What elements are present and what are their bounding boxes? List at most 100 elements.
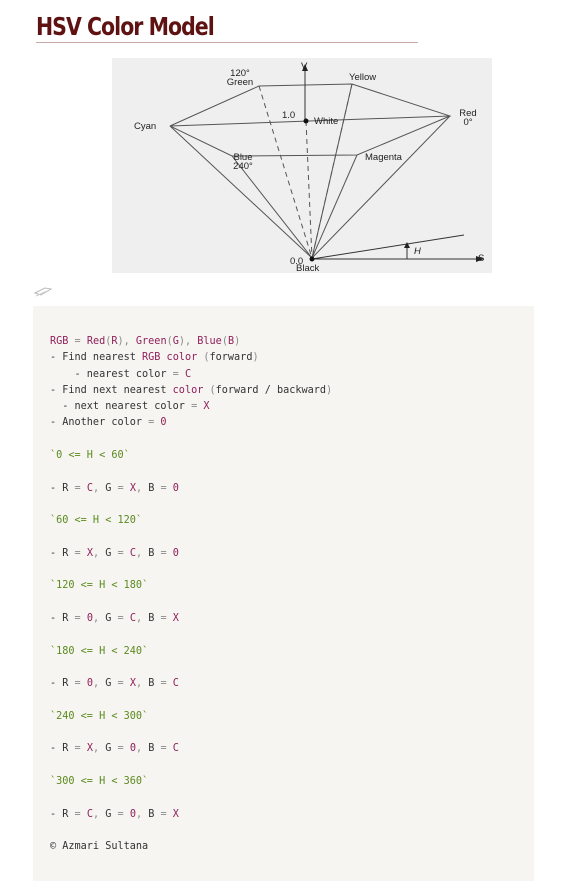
code-token: C: [86, 808, 93, 820]
code-token: - Find next nearest: [50, 384, 173, 396]
code-token: RGB: [50, 336, 69, 347]
code-token: C: [129, 613, 136, 625]
code-token: 0: [86, 613, 93, 625]
green-label: 120°Green: [227, 68, 253, 88]
code-token: forward: [209, 352, 253, 364]
code-token: C: [129, 547, 136, 559]
code-token: X: [86, 743, 93, 755]
hexagon-edges: [169, 83, 452, 157]
code-token: - R: [50, 547, 75, 559]
code-token: =: [148, 417, 161, 429]
code-line: - R = X, G = C, B = 0: [50, 546, 534, 562]
code-blank-line: [50, 693, 534, 709]
code-token: (: [203, 384, 216, 396]
code-token: `180 <= H < 240`: [50, 645, 149, 657]
code-line: - R = 0, G = X, B = C: [50, 676, 534, 692]
code-line: © Azmari Sultana: [50, 839, 534, 855]
code-line: - R = C, G = X, B = 0: [50, 481, 534, 497]
code-token: =: [74, 482, 87, 494]
code-token: Green: [135, 336, 167, 347]
code-line: `180 <= H < 240`: [50, 644, 534, 660]
code-line: RGB = Red(R), Green(G), Blue(B): [50, 334, 534, 350]
code-token: =: [160, 613, 173, 625]
code-blank-line: [50, 790, 534, 806]
code-line: - R = X, G = 0, B = C: [50, 741, 534, 757]
code-token: G: [172, 336, 179, 347]
hsv-hexcone-diagram: V S H Yellow Cyan 1.0 White Magenta 0.0 …: [112, 58, 492, 273]
code-line: `0 <= H < 60`: [50, 448, 534, 464]
code-token: =: [74, 547, 87, 559]
code-token: G: [105, 678, 118, 690]
h-angle-label: H: [414, 246, 421, 257]
code-token: B: [148, 808, 161, 820]
code-blank-line: [50, 464, 534, 480]
yellow-label: Yellow: [349, 72, 376, 83]
code-token: =: [74, 613, 87, 625]
code-token: © Azmari Sultana: [50, 841, 149, 853]
code-token: =: [160, 678, 173, 690]
code-token: color: [172, 384, 204, 396]
black-label: Black: [296, 263, 319, 273]
code-token: - Find nearest: [50, 352, 143, 364]
code-token: ): [234, 336, 241, 347]
code-token: C: [172, 743, 179, 755]
code-block: RGB = Red(R), Green(G), Blue(B)- Find ne…: [33, 306, 534, 881]
code-line: - nearest color = C: [50, 367, 534, 383]
code-token: ,: [135, 547, 149, 559]
broken-image-icon: [33, 284, 53, 303]
code-token: ),: [117, 336, 136, 347]
code-line: `60 <= H < 120`: [50, 513, 534, 529]
code-line: - Another color = 0: [50, 415, 534, 431]
code-token: R: [111, 336, 118, 347]
code-token: `120 <= H < 180`: [50, 580, 149, 592]
code-token: color: [160, 352, 198, 364]
code-token: C: [184, 368, 192, 380]
code-token: G: [105, 613, 118, 625]
magenta-label: Magenta: [365, 152, 403, 163]
code-token: =: [117, 547, 130, 559]
cyan-label: Cyan: [134, 121, 156, 132]
code-blank-line: [50, 823, 534, 839]
green-label-text: 120°Green: [227, 68, 253, 88]
code-token: =: [74, 743, 87, 755]
code-token: 0: [129, 808, 136, 820]
title-underline: [36, 42, 418, 43]
code-blank-line: [50, 595, 534, 611]
code-blank-line: [50, 530, 534, 546]
code-token: 0: [129, 743, 136, 755]
code-blank-line: [50, 562, 534, 578]
code-token: - nearest color: [50, 368, 173, 380]
code-token: =: [160, 547, 173, 559]
code-token: =: [117, 613, 130, 625]
code-token: B: [148, 547, 161, 559]
white-label: White: [314, 116, 338, 127]
code-token: - next nearest color: [50, 401, 192, 413]
code-token: 0: [86, 678, 93, 690]
code-token: ,: [92, 678, 106, 690]
code-token: ,: [135, 743, 149, 755]
code-line: `120 <= H < 180`: [50, 578, 534, 594]
code-token: ,: [92, 547, 106, 559]
code-blank-line: [50, 627, 534, 643]
code-token: =: [160, 808, 173, 820]
code-token: X: [129, 678, 136, 690]
code-token: X: [203, 401, 210, 413]
code-token: =: [117, 678, 130, 690]
code-token: - R: [50, 743, 75, 755]
code-line: - R = C, G = 0, B = X: [50, 807, 534, 823]
white-value-label: 1.0: [282, 110, 295, 121]
code-line: - Find nearest RGB color (forward): [50, 350, 534, 366]
code-token: 0: [160, 417, 167, 429]
white-point: [303, 118, 309, 124]
code-token: B: [227, 336, 235, 347]
code-token: =: [117, 482, 130, 494]
code-token: =: [74, 808, 87, 820]
code-token: - R: [50, 613, 75, 625]
code-token: C: [172, 678, 179, 690]
code-token: G: [105, 808, 118, 820]
code-token: B: [148, 743, 161, 755]
code-token: Blue: [197, 336, 222, 347]
